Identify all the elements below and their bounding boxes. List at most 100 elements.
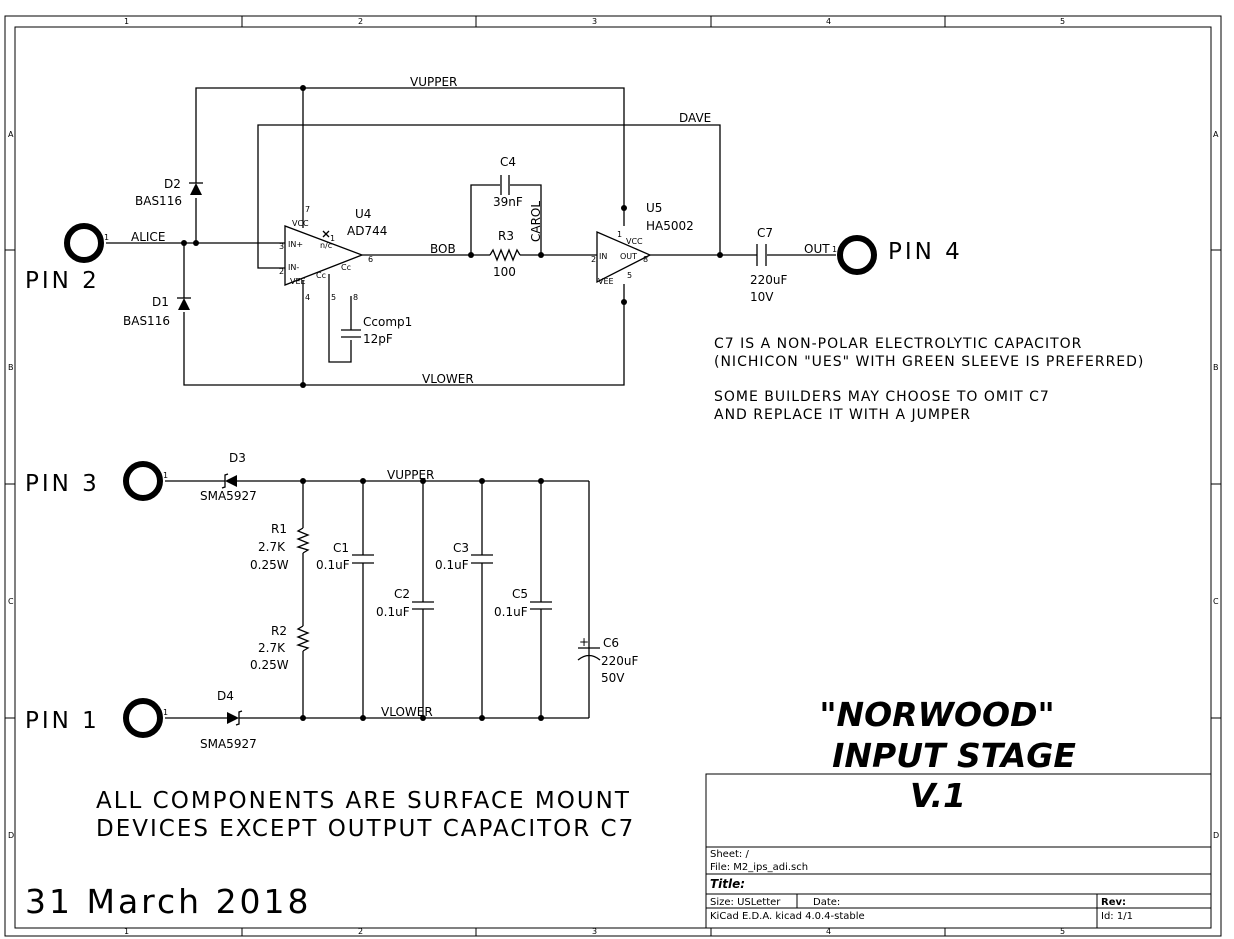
resistor-r1[interactable]: R1 2.7K 0.25W [250,522,310,572]
u5-vee: VEE [598,277,614,286]
c6-polarity: + [579,635,589,649]
u4-pin4: 4 [305,293,310,302]
r1-ref: R1 [271,522,287,536]
u4-pin6: 6 [368,255,373,264]
grid-col-3-bottom: 3 [592,927,597,936]
d2-value: BAS116 [135,194,182,208]
grid-labels: 1 2 3 4 5 1 2 3 4 5 A B C D A B C D [8,17,1219,936]
c6-value: 220uF [601,654,639,668]
r3-ref: R3 [498,229,514,243]
c5-ref: C5 [512,587,528,601]
note-c7-line2: (NICHICON "UES" WITH GREEN SLEEVE IS PRE… [714,354,1144,370]
grid-row-b: B [8,363,14,372]
buffer-u5[interactable]: IN OUT VCC VEE 1 2 8 5 U5 HA5002 [591,201,694,286]
note-c7-line3: SOME BUILDERS MAY CHOOSE TO OMIT C7 [714,389,1050,405]
u4-pin7: 7 [305,205,310,214]
c3-ref: C3 [453,541,469,555]
diode-d2[interactable]: D2 BAS116 [135,177,203,208]
note-smd-line2: DEVICES EXCEPT OUTPUT CAPACITOR C7 [96,816,635,842]
tb-rev-label: Rev: [1101,897,1126,908]
grid-row-d-right: D [1213,831,1219,840]
connector-pin1[interactable]: 1 PIN 1 [25,698,168,738]
connector-pin3[interactable]: 1 PIN 3 [25,461,168,501]
d4-value: SMA5927 [200,737,257,751]
d3-value: SMA5927 [200,489,257,503]
u4-value: AD744 [347,224,387,238]
grid-row-a: A [8,130,14,139]
title-line2: INPUT STAGE [832,736,1076,775]
u4-cc1: Cc [316,271,326,280]
c7-voltage: 10V [750,290,774,304]
u5-in: IN [599,252,607,261]
grid-col-2: 2 [358,17,363,26]
grid-row-c-right: C [1213,597,1219,606]
grid-row-b-right: B [1213,363,1219,372]
net-label-vupper-bottom: VUPPER [387,468,434,482]
capacitor-c4[interactable]: C4 39nF [493,155,523,209]
net-label-vupper-top: VUPPER [410,75,457,89]
note-c7-line4: AND REPLACE IT WITH A JUMPER [714,407,971,423]
u4-in-minus: IN- [288,263,299,272]
net-label-carol: CAROL [529,201,543,242]
d3-ref: D3 [229,451,246,465]
c1-ref: C1 [333,541,349,555]
resistor-r3[interactable]: R3 100 [489,229,521,279]
c5-value: 0.1uF [494,605,528,619]
net-label-out: OUT [804,242,830,256]
capacitor-c6[interactable]: + C6 220uF 50V [577,635,639,685]
pin3-label: PIN 3 [25,471,100,497]
net-label-vlower-top: VLOWER [422,372,474,386]
date-text: 31 March 2018 [25,882,312,921]
zener-d3[interactable]: D3 SMA5927 [200,451,257,503]
grid-row-d: D [8,831,14,840]
c2-ref: C2 [394,587,410,601]
net-label-alice: ALICE [131,230,165,244]
u4-cc2: Cc [341,263,351,272]
u4-ref: U4 [355,207,371,221]
u5-vcc: VCC [626,237,643,246]
title-line3: V.1 [910,776,966,815]
u5-ref: U5 [646,201,662,215]
title-line1: "NORWOOD" [819,695,1054,734]
r2-ref: R2 [271,624,287,638]
capacitor-c1[interactable]: C1 0.1uF [316,541,374,572]
u4-pin8: 8 [353,293,358,302]
c7-value: 220uF [750,273,788,287]
tb-id: Id: 1/1 [1101,911,1133,922]
net-label-bob: BOB [430,242,456,256]
opamp-u4[interactable]: VCC IN+ IN- n/c Cc Cc VEE 3 2 7 1 6 4 5 … [279,205,387,302]
grid-row-c: C [8,597,14,606]
note-smd-line1: ALL COMPONENTS ARE SURFACE MOUNT [96,788,631,814]
capacitor-c7[interactable]: C7 220uF 10V [750,226,788,304]
connector-pin4[interactable]: 1 PIN 4 [832,235,963,275]
capacitor-c2[interactable]: C2 0.1uF [376,587,434,619]
c4-ref: C4 [500,155,516,169]
note-c7-line1: C7 IS A NON-POLAR ELECTROLYTIC CAPACITOR [714,336,1082,352]
resistor-r2[interactable]: R2 2.7K 0.25W [250,624,310,672]
diode-d1[interactable]: D1 BAS116 [123,295,191,328]
tb-size: Size: USLetter [710,897,781,908]
ccomp1-ref: Ccomp1 [363,315,412,329]
u5-pin8: 8 [643,255,648,264]
u5-pin2: 2 [591,255,596,264]
tb-sheet: Sheet: / [710,849,749,860]
u4-pin5: 5 [331,293,336,302]
u4-vee: VEE [290,277,306,286]
grid-col-2-bottom: 2 [358,927,363,936]
capacitor-c3[interactable]: C3 0.1uF [435,541,493,572]
connector-pin2[interactable]: 1 PIN 2 [25,223,109,294]
grid-col-5: 5 [1060,17,1065,26]
u5-pin1: 1 [617,230,622,239]
tb-tool: KiCad E.D.A. kicad 4.0.4-stable [710,911,865,922]
upper-junctions [181,85,723,388]
u4-pin2: 2 [279,267,284,276]
grid-col-3: 3 [592,17,597,26]
tb-title-label: Title: [710,877,745,891]
r2-power: 0.25W [250,658,289,672]
zener-d4[interactable]: D4 SMA5927 [200,689,257,751]
capacitor-c5[interactable]: C5 0.1uF [494,587,552,619]
capacitor-ccomp1[interactable]: Ccomp1 12pF [341,315,412,346]
lower-wires [165,480,590,719]
pin2-number: 1 [104,233,109,242]
c7-note: C7 IS A NON-POLAR ELECTROLYTIC CAPACITOR… [714,336,1144,423]
